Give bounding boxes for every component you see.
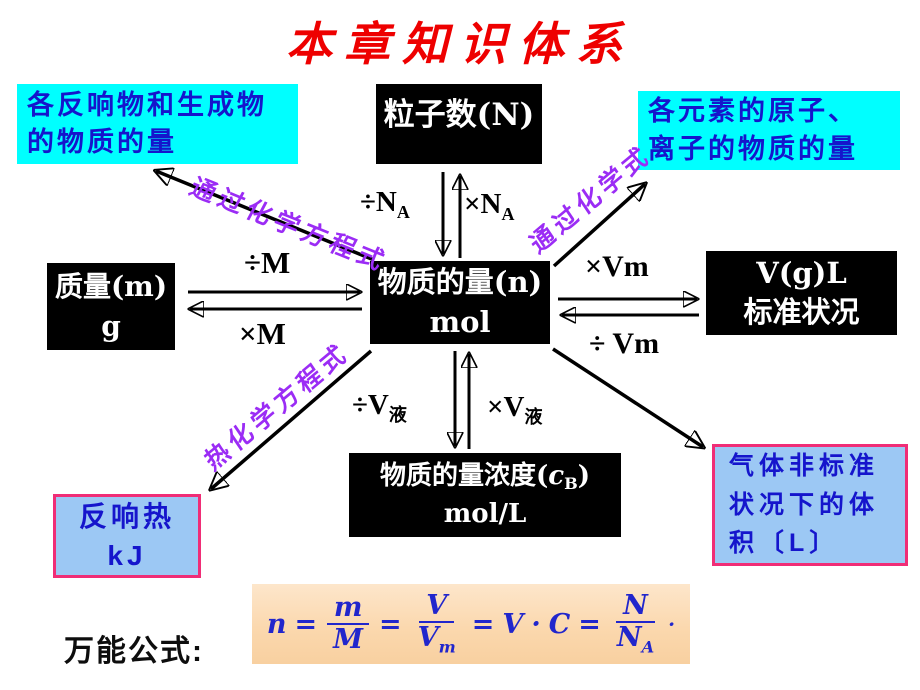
edge-label-text: ×V (487, 391, 525, 423)
edge-label-times-vm: ×Vm (585, 250, 649, 283)
page-title: 本章知识体系 (286, 17, 634, 71)
edge-label-divide-m: ÷M (244, 245, 291, 280)
denominator-base: V (417, 622, 439, 654)
formula-V: V (502, 608, 524, 640)
node-mass: 质量(m) g (47, 263, 175, 350)
node-text: 物质的量(n) (377, 265, 543, 300)
node-gas-volume-nonstandard: 气体非标准 状况下的体 积〔L〕 (712, 444, 908, 566)
conc-subscript: B (564, 474, 578, 494)
edge-label-times-vliquid: ×V液 (487, 391, 542, 429)
edge-label-times-m: ×M (239, 316, 286, 351)
node-text: 标准状况 (743, 295, 860, 329)
fraction-denominator: Vm (411, 623, 463, 657)
conc-prefix: 物质的量浓度( (379, 461, 549, 492)
formula-C: C (548, 608, 571, 640)
denominator-subscript: A (641, 637, 655, 657)
node-gas-volume-stp: V(g)L 标准状况 (706, 251, 897, 335)
edge-label-divide-vm: ÷ Vm (589, 327, 660, 360)
node-unit: g (101, 309, 121, 343)
node-unit: kJ (107, 540, 147, 571)
node-text: 各反响物和生成物 (27, 89, 267, 120)
edge-label-text: ÷N (360, 186, 397, 218)
node-text: 气体非标准 (729, 451, 880, 480)
formula-fraction-V-over-Vm: V Vm (411, 590, 463, 657)
node-text: 各元素的原子、 (648, 96, 858, 127)
node-amount-of-substance: 物质的量(n) mol (370, 261, 550, 344)
formula-panel: n = m M = V Vm = V · C = N NA · (252, 584, 690, 664)
node-unit: mol (429, 304, 491, 339)
edge-label-divide-vliquid: ÷V液 (352, 389, 407, 427)
equals-sign: = (379, 608, 402, 640)
node-text: 离子的物质的量 (648, 133, 858, 164)
formula-fraction-N-over-NA: N NA (610, 590, 661, 657)
node-text: 物质的量浓度(cB) (380, 458, 590, 496)
formula-n: n (266, 608, 287, 640)
node-particle-number: 粒子数(N) (376, 84, 542, 164)
fraction-numerator: m (326, 592, 370, 625)
fraction-numerator: N (616, 590, 655, 624)
equals-sign: = (578, 608, 601, 640)
edge-label-thermochemical-equation: 热化学方程式 (200, 337, 355, 477)
denominator-base: N (616, 622, 642, 654)
edge-label-subscript: 液 (524, 406, 543, 427)
node-element-atoms-ions-moles: 各元素的原子、 离子的物质的量 (638, 91, 900, 170)
node-reactants-products-moles: 各反响物和生成物 的物质的量 (17, 84, 298, 164)
edge-label-subscript: A (501, 203, 515, 224)
node-text: V(g)L (756, 255, 847, 290)
node-text: 状况下的体 (729, 490, 880, 519)
conc-suffix: ) (577, 461, 591, 492)
edge-label-subscript: A (396, 201, 410, 222)
conc-symbol: c (548, 461, 565, 492)
denominator-subscript: m (438, 637, 456, 657)
equals-sign: = (471, 608, 495, 640)
edge-label-text: ÷V (352, 389, 389, 421)
fraction-numerator: V (419, 590, 455, 624)
formula-caption: 万能公式: (64, 635, 204, 668)
edge-label-times-na: ×NA (464, 188, 514, 225)
node-text: 粒子数(N) (383, 97, 535, 133)
multiplication-dot: · (531, 608, 541, 640)
edge-label-text: ×N (464, 188, 502, 220)
node-molar-concentration: 物质的量浓度(cB) mol/L (349, 453, 621, 537)
edge-label-divide-na: ÷NA (360, 186, 410, 223)
edge-label-via-chemical-formula: 通过化学式 (525, 139, 657, 260)
arrow-to-gas-volume (552, 347, 703, 447)
node-text: 积〔L〕 (729, 529, 840, 558)
edge-label-subscript: 液 (388, 404, 407, 425)
equals-sign: = (294, 608, 318, 640)
fraction-denominator: NA (610, 623, 661, 657)
formula-fraction-m-over-M: m M (326, 592, 370, 655)
node-text: 反响热 (78, 500, 175, 532)
node-reaction-heat: 反响热 kJ (53, 494, 201, 578)
node-text: 质量(m) (54, 270, 168, 304)
node-unit: mol/L (443, 498, 527, 529)
trailing-dot: · (668, 612, 676, 636)
node-text: 的物质的量 (27, 127, 177, 157)
fraction-denominator: M (333, 624, 364, 655)
